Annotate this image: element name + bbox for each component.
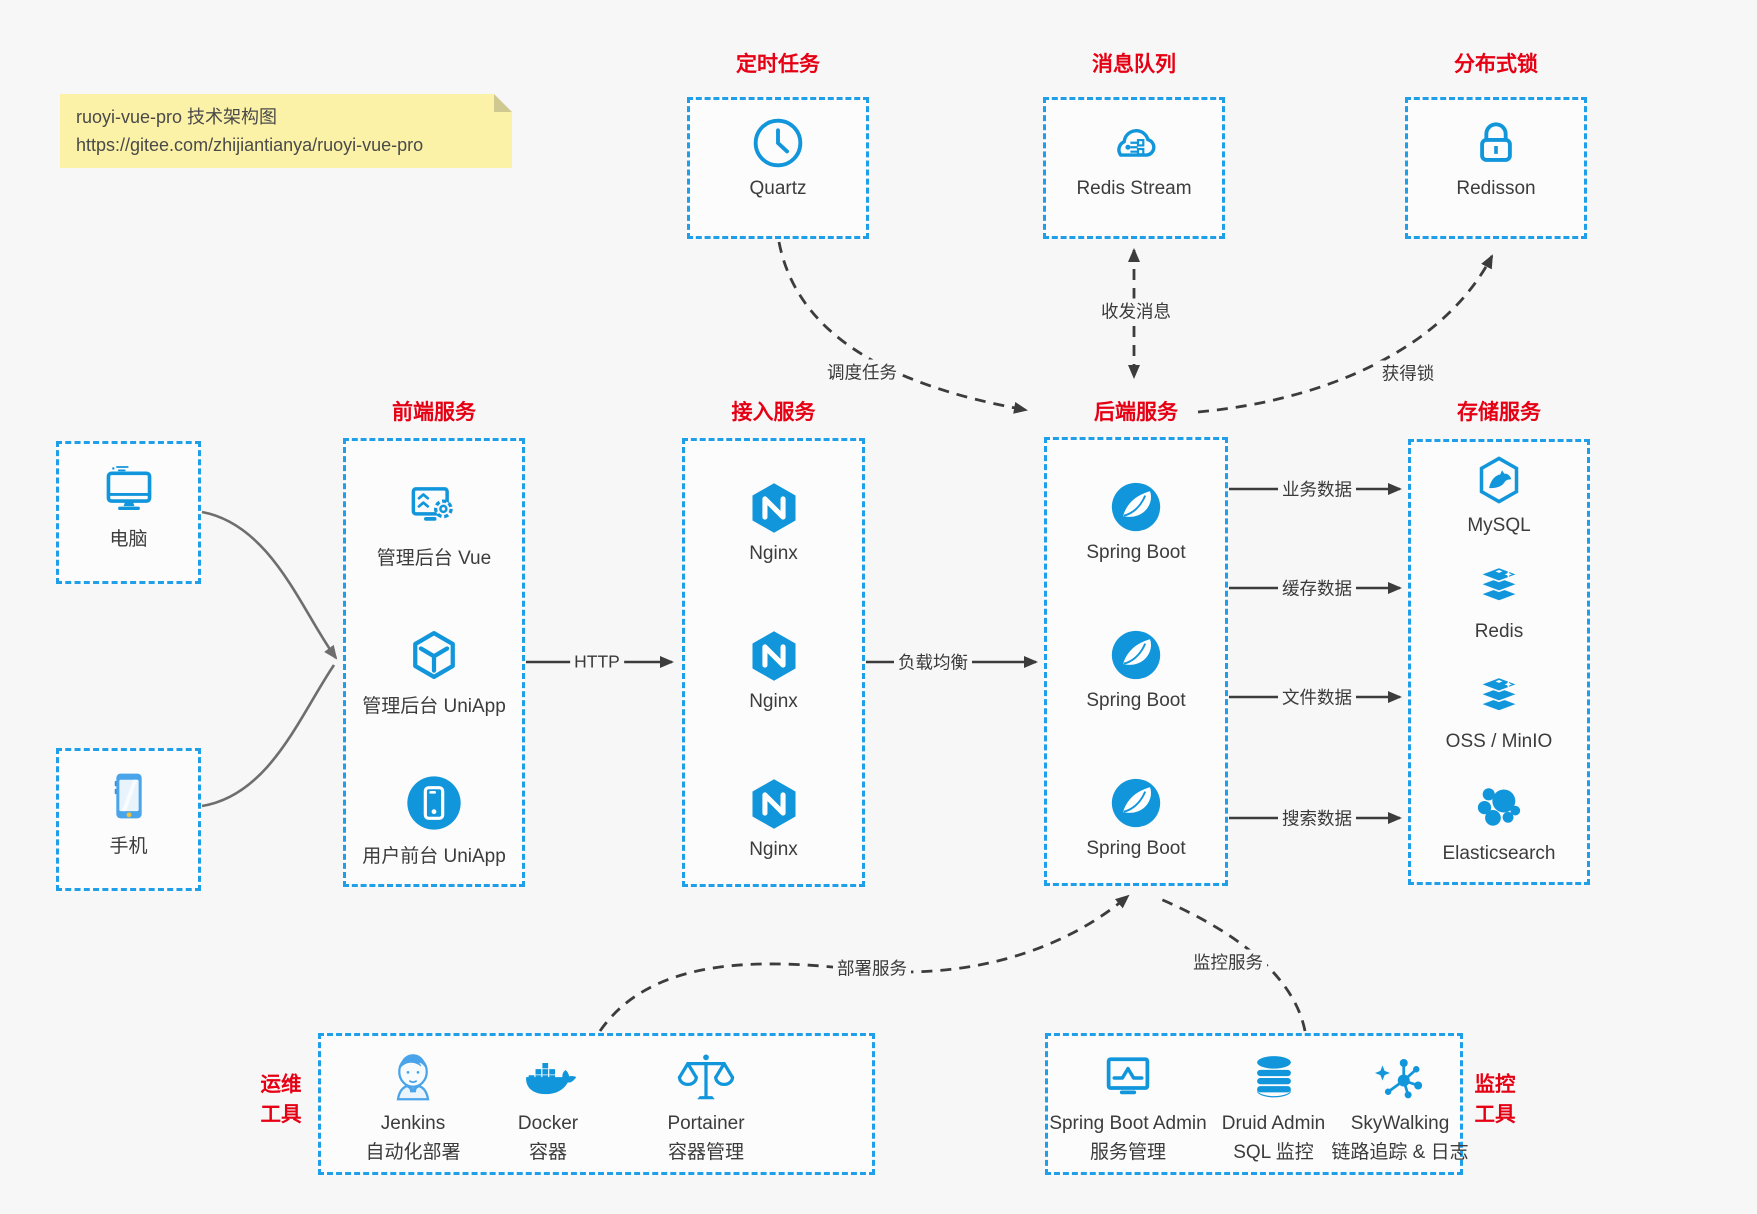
group-title-scheduler: 定时任务 xyxy=(736,53,820,76)
client-label: 手机 xyxy=(109,836,148,857)
tool-desc: 容器 xyxy=(528,1142,567,1163)
item-label: Spring Boot xyxy=(1086,690,1186,711)
edge-label-http: HTTP xyxy=(570,651,624,673)
tool-desc: 容器管理 xyxy=(667,1142,744,1163)
item-label: OSS / MinIO xyxy=(1445,731,1553,752)
item-label: 用户前台 UniApp xyxy=(362,846,506,867)
item-label: Redis Stream xyxy=(1076,178,1192,199)
cube-uniapp-icon xyxy=(404,625,464,685)
tool-name: SkyWalking xyxy=(1350,1113,1450,1134)
phone-icon xyxy=(100,767,158,825)
redis-icon xyxy=(1471,558,1527,614)
scheduler-box: Quartz xyxy=(687,97,869,239)
spring-boot-icon xyxy=(1107,774,1165,832)
tool-desc: 自动化部署 xyxy=(365,1142,461,1163)
oss-minio-icon xyxy=(1471,668,1527,724)
edge-label-business-data: 业务数据 xyxy=(1278,476,1356,502)
group-title-storage: 存储服务 xyxy=(1457,401,1541,424)
storage-box: MySQL Redis OSS / MinIO Elasticsearch xyxy=(1408,439,1590,885)
admin-vue-icon xyxy=(404,477,464,537)
mq-box: Redis Stream xyxy=(1043,97,1225,239)
clock-icon xyxy=(749,114,807,172)
pc-box: 电脑 xyxy=(56,441,201,584)
docker-icon xyxy=(518,1048,578,1108)
edge-label-cache-data: 缓存数据 xyxy=(1278,575,1356,601)
item-label: Nginx xyxy=(749,839,798,860)
group-title-frontend: 前端服务 xyxy=(392,401,476,424)
frontend-box: 管理后台 Vue 管理后台 UniApp 用户前台 UniApp xyxy=(343,438,525,887)
spring-boot-admin-icon xyxy=(1098,1048,1158,1108)
computer-icon xyxy=(100,460,158,518)
note-title: ruoyi-vue-pro 技术架构图 xyxy=(76,107,278,127)
item-label: MySQL xyxy=(1467,515,1531,536)
user-app-icon xyxy=(402,771,466,835)
tool-name: Druid Admin xyxy=(1221,1113,1326,1134)
group-title-gateway: 接入服务 xyxy=(731,401,816,424)
item-label: Spring Boot xyxy=(1086,838,1186,859)
tool-desc: 链路追踪 & 日志 xyxy=(1331,1142,1469,1163)
sticky-note: ruoyi-vue-pro 技术架构图 https://gitee.com/zh… xyxy=(60,94,512,168)
cloud-stream-icon xyxy=(1105,114,1163,172)
group-title-backend: 后端服务 xyxy=(1094,401,1178,424)
lock-box: Redisson xyxy=(1405,97,1587,239)
druid-database-icon xyxy=(1244,1048,1304,1108)
jenkins-icon xyxy=(383,1048,443,1108)
edge-label-search-data: 搜索数据 xyxy=(1278,805,1356,831)
item-label: Quartz xyxy=(749,178,807,199)
edge-label-message: 收发消息 xyxy=(1097,298,1175,324)
item-label: 管理后台 UniApp xyxy=(362,696,506,717)
item-label: Spring Boot xyxy=(1086,542,1186,563)
edge-label-schedule: 调度任务 xyxy=(823,359,901,385)
mobile-box: 手机 xyxy=(56,748,201,891)
nginx-icon xyxy=(745,775,803,833)
portainer-scales-icon xyxy=(676,1048,736,1108)
tool-desc: 服务管理 xyxy=(1089,1142,1166,1163)
mysql-icon xyxy=(1471,452,1527,508)
monitoring-tools-title: 监控 工具 xyxy=(1474,1073,1516,1126)
skywalking-icon xyxy=(1370,1048,1430,1108)
monitoring-tools-box: Spring Boot Admin 服务管理 Druid Admin SQL 监… xyxy=(1045,1033,1469,1175)
tool-name: Portainer xyxy=(667,1113,745,1134)
edge-label-deploy: 部署服务 xyxy=(833,955,911,981)
group-title-lock: 分布式锁 xyxy=(1454,53,1538,76)
edge-label-file-data: 文件数据 xyxy=(1278,684,1356,710)
gateway-box: Nginx Nginx Nginx xyxy=(682,438,865,887)
tool-name: Spring Boot Admin xyxy=(1049,1113,1207,1134)
tool-name: Docker xyxy=(517,1113,579,1134)
client-label: 电脑 xyxy=(109,529,148,550)
ops-tools-box: Jenkins 自动化部署 Docker 容器 Portainer 容器管理 xyxy=(318,1033,875,1175)
spring-boot-icon xyxy=(1107,626,1165,684)
group-title-mq: 消息队列 xyxy=(1092,53,1176,76)
note-url: https://gitee.com/zhijiantianya/ruoyi-vu… xyxy=(76,135,424,155)
item-label: Elasticsearch xyxy=(1442,843,1556,864)
edge-label-lock: 获得锁 xyxy=(1377,360,1439,386)
item-label: 管理后台 Vue xyxy=(376,548,492,569)
tool-name: Jenkins xyxy=(380,1113,446,1134)
tool-desc: SQL 监控 xyxy=(1233,1142,1314,1163)
item-label: Nginx xyxy=(749,543,798,564)
elasticsearch-icon xyxy=(1470,778,1528,836)
item-label: Redisson xyxy=(1456,178,1536,199)
lock-icon xyxy=(1467,114,1525,172)
edge-label-monitor: 监控服务 xyxy=(1189,949,1267,975)
note-fold-corner xyxy=(494,94,512,112)
item-label: Nginx xyxy=(749,691,798,712)
edge-label-load-balance: 负载均衡 xyxy=(894,649,972,675)
nginx-icon xyxy=(745,627,803,685)
nginx-icon xyxy=(745,479,803,537)
backend-box: Spring Boot Spring Boot Spring Boot xyxy=(1044,437,1228,886)
spring-boot-icon xyxy=(1107,478,1165,536)
ops-tools-title: 运维 工具 xyxy=(260,1073,302,1126)
item-label: Redis xyxy=(1474,621,1524,642)
